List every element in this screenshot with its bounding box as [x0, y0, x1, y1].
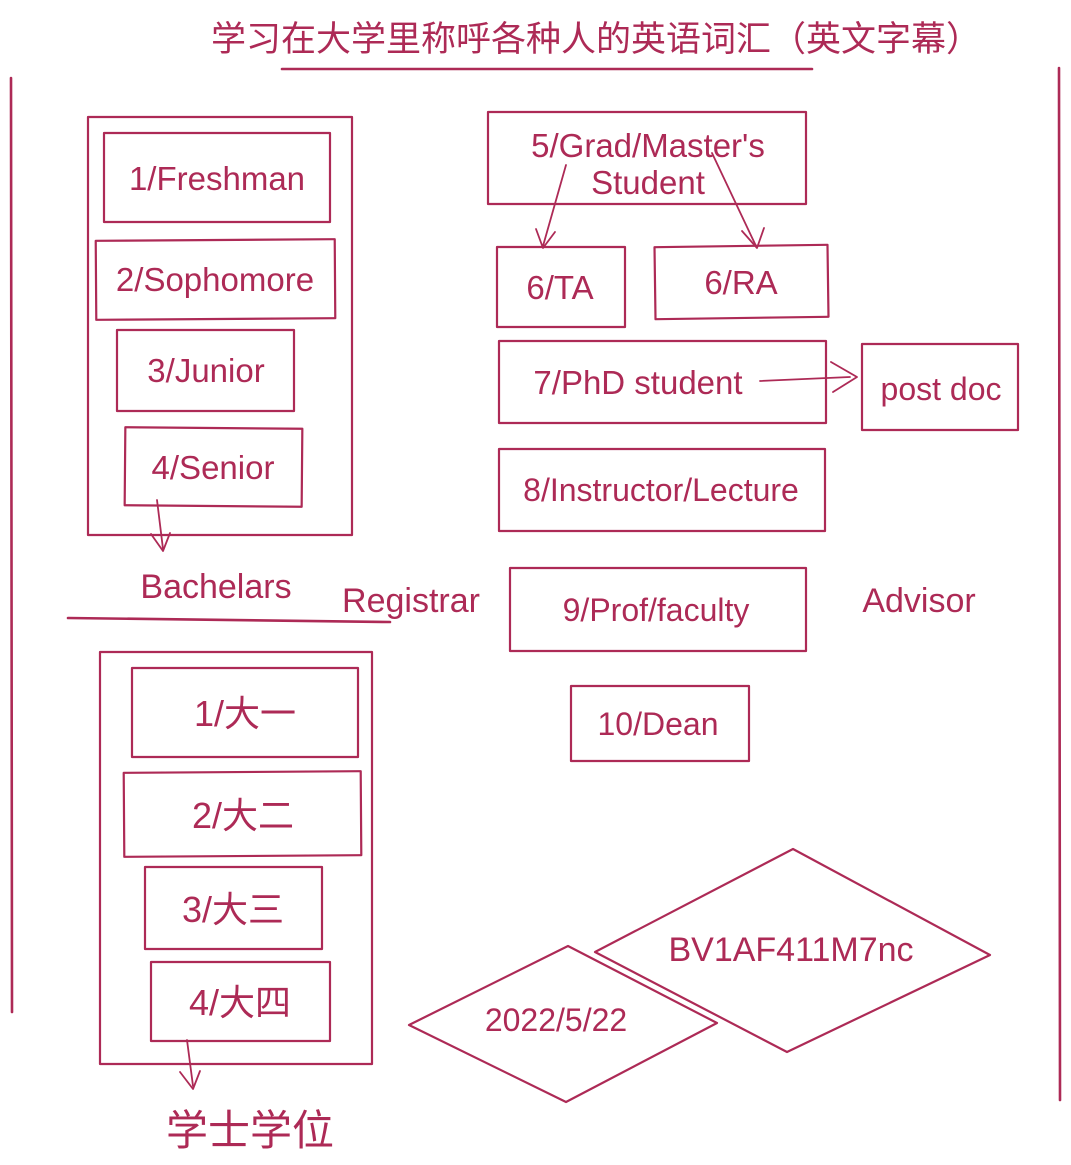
bachelors-label: Bachelars: [140, 568, 291, 606]
prof-label: 9/Prof/faculty: [563, 592, 750, 628]
freshman-label: 1/Freshman: [129, 160, 305, 197]
video-id-label: BV1AF411M7nc: [668, 931, 913, 969]
undergrad-group-box: [86, 115, 354, 537]
left-border-line: [9, 76, 14, 1014]
arrow-grad-to-ra: [711, 152, 765, 249]
ta-box: [495, 245, 627, 329]
bachelors-underline: [66, 616, 392, 624]
postdoc-box: [860, 342, 1020, 432]
daxue-year3-label: 3/大三: [182, 889, 284, 930]
ra-label: 6/RA: [704, 264, 777, 301]
advisor-label: Advisor: [862, 582, 975, 620]
prof-box: [508, 566, 808, 653]
arrow-senior-to-bachelors: [150, 499, 171, 552]
bachelor-degree-label: 学士学位: [166, 1107, 334, 1154]
junior-box: [115, 328, 296, 413]
senior-label: 4/Senior: [152, 449, 275, 486]
daxue-year1-label: 1/大一: [194, 693, 296, 734]
arrow-year4-to-degree: [179, 1039, 201, 1090]
sophomore-label: 2/Sophomore: [116, 261, 314, 298]
arrow-phd-to-postdoc: [759, 361, 858, 393]
phd-label: 7/PhD student: [533, 364, 742, 401]
grad-label-line2: Student: [591, 164, 705, 201]
instructor-box: [497, 447, 827, 533]
dean-label: 10/Dean: [598, 706, 719, 742]
daxue-year1-box: [130, 666, 360, 759]
ra-box: [653, 243, 830, 321]
phd-box: [497, 339, 828, 425]
daxue-year2-label: 2/大二: [192, 795, 294, 836]
page-title: 学习在大学里称呼各种人的英语词汇（英文字幕）: [211, 20, 981, 59]
freshman-box: [102, 131, 332, 224]
junior-label: 3/Junior: [147, 352, 264, 389]
date-diamond: [407, 944, 719, 1104]
dean-box: [569, 684, 751, 763]
daxue-year3-box: [143, 865, 324, 951]
daxue-year4-box: [149, 960, 332, 1043]
senior-box: [123, 426, 304, 508]
daxue-year4-label: 4/大四: [189, 982, 291, 1023]
arrow-grad-to-ta: [535, 164, 567, 249]
registrar-label: Registrar: [342, 582, 480, 620]
daxue-year2-box: [122, 770, 363, 858]
postdoc-label: post doc: [881, 371, 1002, 407]
ta-label: 6/TA: [526, 269, 593, 306]
grad-label-line1: 5/Grad/Master's: [531, 127, 765, 164]
video-id-diamond: [593, 847, 992, 1054]
date-label: 2022/5/22: [485, 1002, 627, 1038]
instructor-label: 8/Instructor/Lecture: [523, 472, 799, 508]
right-border-line: [1057, 66, 1062, 1102]
grad-box: [486, 110, 808, 206]
sophomore-box: [94, 238, 337, 321]
undergrad-cn-group-box: [98, 650, 374, 1066]
